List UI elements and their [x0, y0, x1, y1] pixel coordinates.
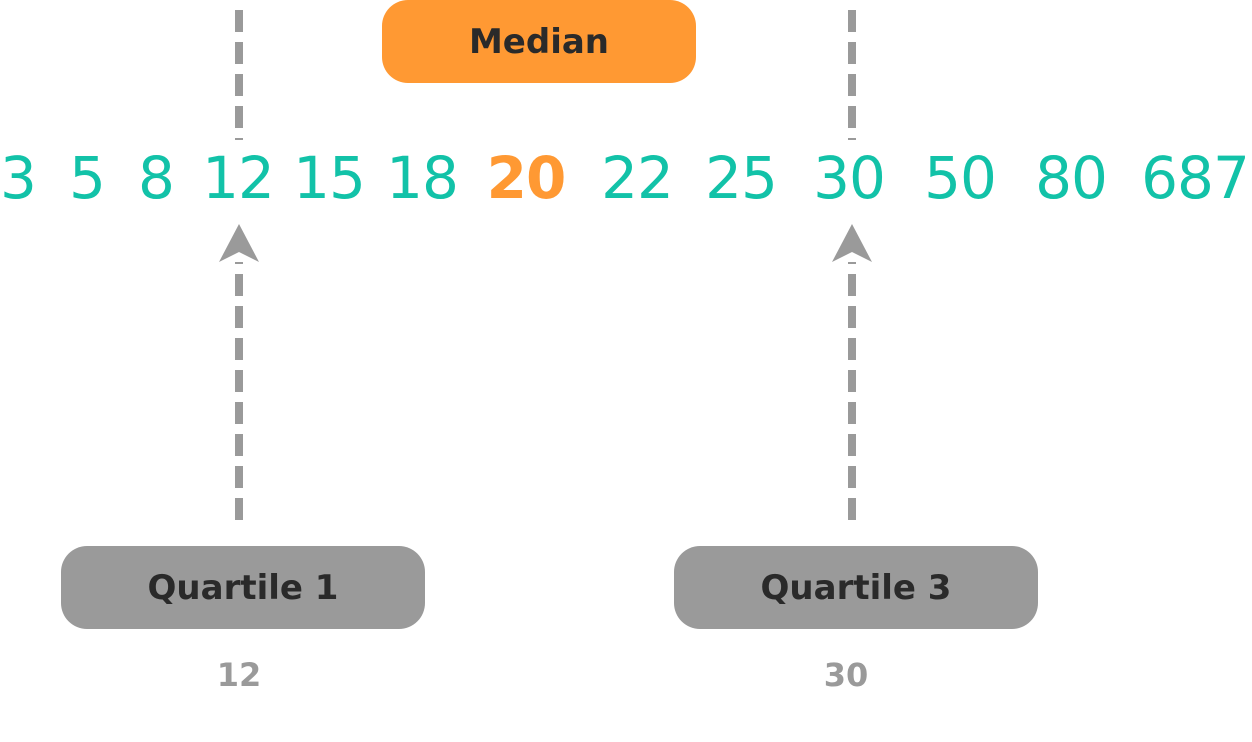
- quartile-3-label: Quartile 3: [674, 546, 1038, 629]
- number-item: 3: [0, 144, 37, 212]
- median-label: Median: [382, 0, 696, 83]
- number-item: 12: [202, 144, 275, 212]
- number-item: 18: [386, 144, 459, 212]
- number-item: 8: [138, 144, 175, 212]
- quartile-3-value: 30: [823, 656, 869, 694]
- number-item: 15: [293, 144, 366, 212]
- q1-arrowhead-icon: [219, 224, 259, 262]
- q3-arrowhead-icon: [832, 224, 872, 262]
- median-number: 20: [486, 144, 567, 212]
- number-item: 5: [69, 144, 106, 212]
- number-item: 30: [813, 144, 886, 212]
- quartile-1-label: Quartile 1: [61, 546, 425, 629]
- quartile-1-value: 12: [216, 656, 262, 694]
- number-item: 22: [601, 144, 674, 212]
- number-item: 687: [1141, 144, 1250, 212]
- number-item: 50: [924, 144, 997, 212]
- number-item: 80: [1035, 144, 1108, 212]
- number-item: 25: [705, 144, 778, 212]
